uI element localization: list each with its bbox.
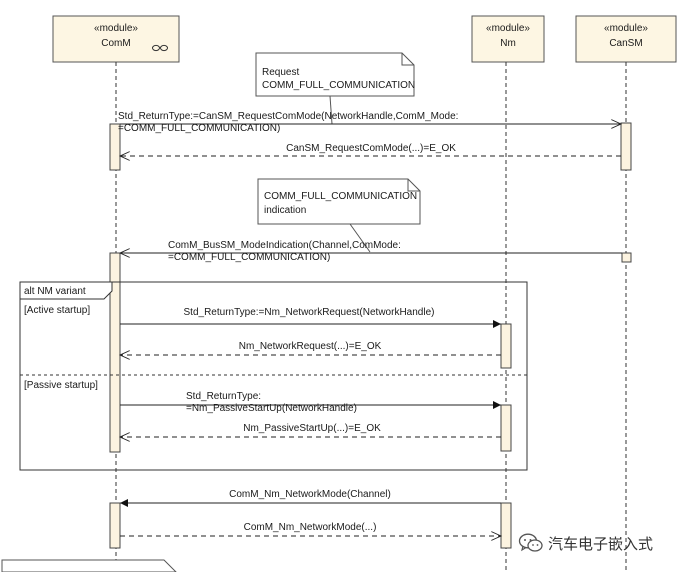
activation-nm-3 [500, 502, 512, 549]
fragment-label: alt NM variant [24, 286, 86, 297]
lifeline-header-comm[interactable]: «module» ComM [52, 15, 180, 63]
note-request: Request COMM_FULL_COMMUNICATION [255, 52, 415, 97]
note-line: indication [264, 205, 306, 216]
lifeline-header-nm[interactable]: «module» Nm [471, 15, 545, 63]
stereotype-label: «module» [94, 23, 138, 34]
infinity-link-icon [152, 44, 168, 52]
lifeline-name: ComM [101, 38, 130, 49]
message-label: =COMM_FULL_COMMUNICATION) [118, 123, 280, 134]
note-indication: COMM_FULL_COMMUNICATION indication [257, 178, 421, 225]
message-label: =Nm_PassiveStartUp(NetworkHandle) [186, 403, 357, 414]
message-label: CanSM_RequestComMode(...)=E_OK [286, 143, 456, 154]
stereotype-label: «module» [604, 23, 648, 34]
note-connector [349, 223, 371, 253]
lifeline-name: Nm [500, 38, 516, 49]
message-label: Std_ReturnType:=Nm_NetworkRequest(Networ… [184, 307, 435, 318]
message-label: =COMM_FULL_COMMUNICATION) [168, 252, 330, 263]
watermark-text: 汽车电子嵌入式 [548, 534, 654, 553]
note-line: COMM_FULL_COMMUNICATION [262, 80, 415, 91]
note-line: Request [262, 67, 299, 78]
activation-comm-3 [109, 502, 121, 549]
note-cropped [1, 559, 177, 572]
message-label: Std_ReturnType: [186, 391, 261, 402]
guard-passive: [Passive startup] [24, 380, 98, 391]
activation-comm-1 [109, 123, 121, 171]
note-line: COMM_FULL_COMMUNICATION [264, 191, 417, 202]
message-label: Std_ReturnType:=CanSM_RequestComMode(Net… [118, 111, 458, 122]
message-label: Nm_NetworkRequest(...)=E_OK [239, 341, 382, 352]
lifeline-header-cansm[interactable]: «module» CanSM [575, 15, 677, 63]
message-label: Nm_PassiveStartUp(...)=E_OK [243, 423, 381, 434]
guard-active: [Active startup] [24, 305, 90, 316]
message-label: ComM_Nm_NetworkMode(...) [244, 522, 377, 533]
activation-nm-1 [500, 323, 512, 369]
note-connector [329, 95, 333, 125]
activation-cansm-2 [621, 252, 632, 263]
stereotype-label: «module» [486, 23, 530, 34]
alt-fragment: alt NM variant [Active startup] [Passive… [19, 281, 528, 471]
message-label: ComM_Nm_NetworkMode(Channel) [229, 489, 391, 500]
message-label: ComM_BusSM_ModeIndication(Channel,ComMod… [168, 240, 401, 251]
activation-cansm-1 [620, 122, 632, 171]
watermark: 汽车电子嵌入式 [518, 532, 678, 554]
activation-nm-2 [500, 404, 512, 452]
lifeline-name: CanSM [609, 38, 642, 49]
wechat-icon [518, 533, 543, 552]
